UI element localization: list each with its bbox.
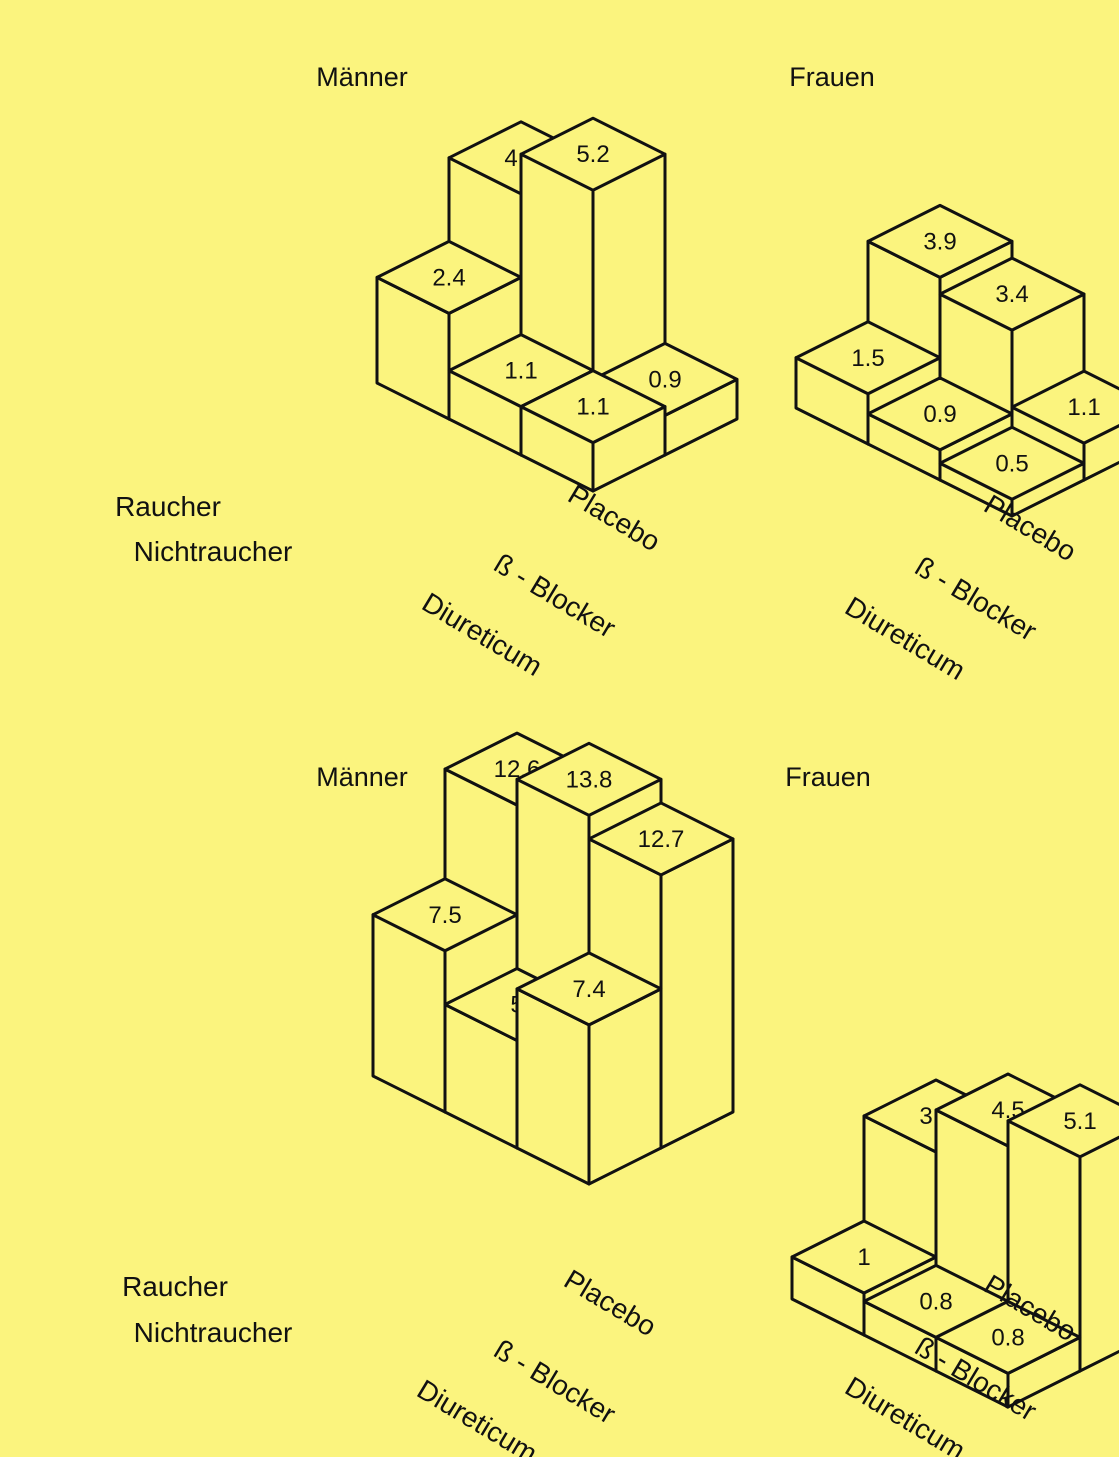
- row-label-raucher: Raucher: [115, 491, 221, 522]
- bar-top-face: [866, 376, 1014, 452]
- data-label: 1.5: [851, 345, 884, 372]
- data-label: 0.8: [919, 1288, 952, 1315]
- bar-top-face: [515, 951, 663, 1027]
- bar-nichtraucher-diureticum: 0.8: [934, 1299, 1082, 1409]
- row-label-nichtraucher: Nichtraucher: [134, 1317, 293, 1348]
- data-label: 3.4: [995, 281, 1028, 308]
- data-label: 0.9: [923, 401, 956, 428]
- chart-title: Frauen: [785, 762, 871, 792]
- chart-3: 12.67.513.8512.77.4MännerRaucherNichtrau…: [122, 731, 735, 1457]
- bar-top-face: [519, 369, 667, 445]
- column-label-placebo: Placebo: [563, 479, 666, 558]
- chart-title: Männer: [316, 762, 408, 792]
- data-label: 1.1: [504, 358, 537, 385]
- data-label: 5.1: [1063, 1108, 1096, 1135]
- data-label: 13.8: [566, 766, 613, 793]
- column-label-ss-blocker: ß - Blocker: [489, 548, 621, 644]
- data-label: 0.8: [991, 1324, 1024, 1351]
- chart-1: 4.32.45.21.10.91.1MännerRaucherNichtrauc…: [115, 62, 739, 682]
- data-label: 7.4: [572, 976, 605, 1003]
- bar-nichtraucher-diureticum: 1.1: [519, 369, 667, 493]
- bar-top-face: [519, 116, 667, 192]
- data-label: 2.4: [432, 264, 465, 291]
- bar-top-face: [1010, 369, 1119, 445]
- column-label-ss-blocker: ß - Blocker: [910, 551, 1042, 647]
- row-label-raucher: Raucher: [122, 1271, 228, 1302]
- data-label: 0.5: [995, 450, 1028, 477]
- column-label-placebo: Placebo: [559, 1264, 662, 1343]
- data-label: 3.9: [923, 228, 956, 255]
- column-label-diureticum: Diureticum: [840, 591, 971, 686]
- bar-top-face: [371, 877, 519, 953]
- data-label: 0.9: [648, 366, 681, 393]
- bar-nichtraucher-diureticum: 0.5: [938, 425, 1086, 518]
- bar-nichtraucher-placebo: 7.5: [371, 877, 519, 1114]
- bar-right-face: [1078, 1135, 1119, 1373]
- row-label-nichtraucher: Nichtraucher: [134, 536, 293, 567]
- bar-nichtraucher-diureticum: 7.4: [515, 951, 663, 1186]
- bar-top-face: [587, 801, 735, 877]
- column-label-diureticum: Diureticum: [412, 1374, 543, 1457]
- data-label: 1.1: [576, 394, 609, 421]
- bar-top-face: [938, 425, 1086, 501]
- bar-top-face: [938, 256, 1086, 332]
- bar-right-face: [659, 837, 735, 1150]
- column-label-diureticum: Diureticum: [840, 1371, 971, 1457]
- bar-top-face: [375, 239, 523, 315]
- data-label: 1: [857, 1244, 870, 1271]
- data-label: 7.5: [428, 902, 461, 929]
- column-label-ss-blocker: ß - Blocker: [489, 1334, 621, 1430]
- bar-top-face: [1006, 1083, 1119, 1159]
- chart-title: Männer: [316, 62, 408, 92]
- data-label: 5.2: [576, 141, 609, 168]
- column-label-diureticum: Diureticum: [417, 587, 548, 682]
- chart-title: Frauen: [789, 62, 875, 92]
- bar-nichtraucher-ss-blocker: 0.9: [866, 376, 1014, 482]
- bar-top-face: [934, 1299, 1082, 1375]
- bar-top-face: [794, 320, 942, 396]
- bar-top-face: [790, 1219, 938, 1295]
- bar-top-face: [515, 741, 663, 817]
- bar-nichtraucher-placebo: 1: [790, 1219, 938, 1337]
- data-label: 1.1: [1067, 394, 1100, 421]
- data-label: 12.7: [638, 826, 685, 853]
- bar-top-face: [866, 203, 1014, 279]
